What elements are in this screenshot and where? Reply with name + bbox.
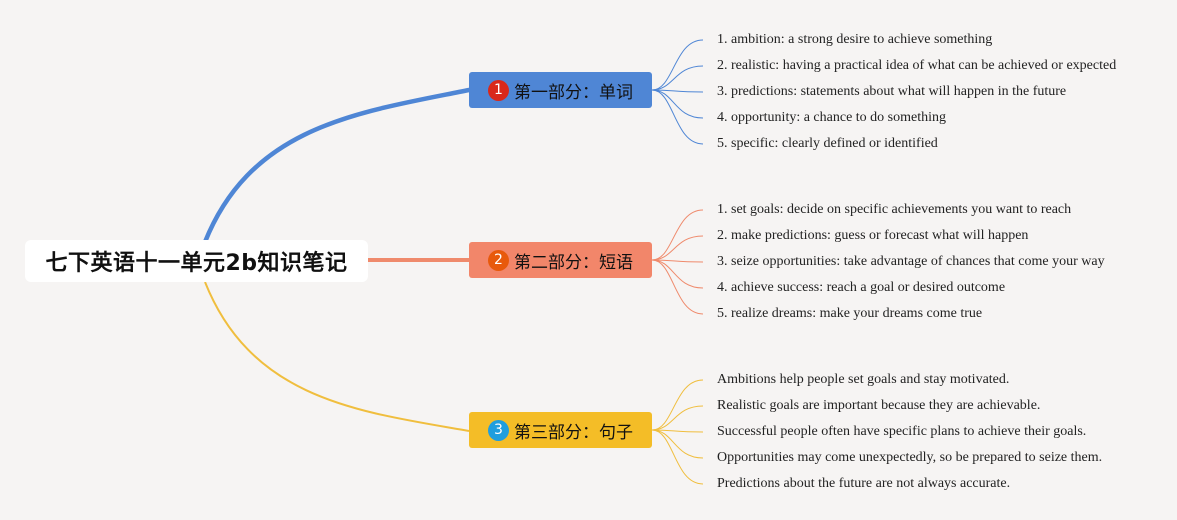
branch-label: 第一部分：单词 [514, 82, 633, 103]
leaf-item[interactable]: 4. achieve success: reach a goal or desi… [717, 280, 1006, 295]
leaf-connector-line [651, 429, 704, 459]
leaf-item[interactable]: 2. make predictions: guess or forecast w… [717, 228, 1029, 243]
number-badge-icon: 2 [488, 249, 509, 271]
leaf-item[interactable]: 3. seize opportunities: take advantage o… [717, 254, 1105, 269]
leaf-connector-line [651, 89, 704, 145]
root-to-branch-1-line [202, 87, 472, 245]
leaf-connector-line [651, 405, 704, 431]
number-badge-icon: 3 [488, 419, 509, 441]
branch-label: 第三部分：句子 [514, 422, 633, 443]
branch-node-sentences[interactable]: 3 第三部分：句子 [469, 412, 652, 448]
leaf-connector-line [651, 235, 704, 261]
leaf-connector-line [651, 379, 704, 431]
leaf-item[interactable]: 2. realistic: having a practical idea of… [717, 58, 1117, 73]
leaf-connector-line [651, 65, 704, 91]
root-node[interactable]: 七下英语十一单元2b知识笔记 [25, 240, 368, 282]
leaf-item[interactable]: 5. specific: clearly defined or identifi… [717, 136, 938, 151]
leaf-connector-line [651, 429, 704, 485]
branch-label: 第二部分：短语 [514, 252, 633, 273]
leaf-item[interactable]: Predictions about the future are not alw… [717, 476, 1011, 491]
leaf-item[interactable]: Successful people often have specific pl… [717, 424, 1087, 439]
root-to-branch-3-line [204, 281, 470, 432]
leaf-item[interactable]: 1. ambition: a strong desire to achieve … [717, 32, 993, 47]
leaf-item[interactable]: 4. opportunity: a chance to do something [717, 110, 947, 125]
leaf-item[interactable]: 1. set goals: decide on specific achieve… [717, 202, 1072, 217]
leaf-item[interactable]: Realistic goals are important because th… [717, 398, 1041, 413]
leaf-item[interactable]: Ambitions help people set goals and stay… [717, 372, 1010, 387]
leaf-connector-line [651, 209, 704, 261]
branch-node-phrases[interactable]: 2 第二部分：短语 [469, 242, 652, 278]
number-badge-icon: 1 [488, 79, 509, 101]
leaf-connector-line [651, 89, 704, 119]
leaf-connector-line [651, 259, 704, 315]
leaf-connector-line [651, 39, 704, 91]
branch-node-words[interactable]: 1 第一部分：单词 [469, 72, 652, 108]
leaf-item[interactable]: 3. predictions: statements about what wi… [717, 84, 1067, 99]
leaf-item[interactable]: 5. realize dreams: make your dreams come… [717, 306, 983, 321]
leaf-item[interactable]: Opportunities may come unexpectedly, so … [717, 450, 1103, 465]
root-title: 七下英语十一单元2b知识笔记 [45, 251, 348, 276]
leaf-connector-line [651, 259, 704, 289]
